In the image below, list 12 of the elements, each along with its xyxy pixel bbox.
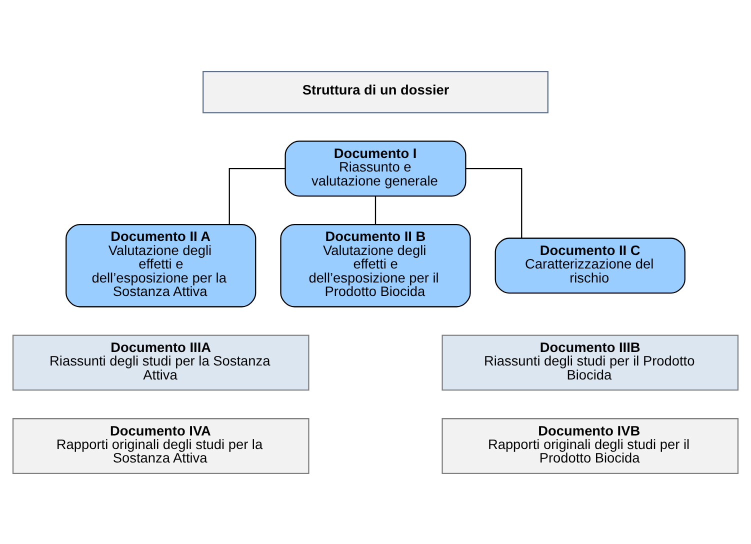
node-box: Documento IIIB Riassunti degli studi per il Prodotto Biocida [442, 334, 739, 390]
node-box: Documento IVB Rapporti originali degli studi per il Prodotto Biocida [442, 418, 739, 474]
node-box: Struttura di un dossier [202, 70, 548, 113]
node-box: Documento IVA Rapporti originali degli studi per la Sostanza Attiva [12, 418, 310, 474]
connector [466, 168, 522, 238]
node-box: Documento II A Valutazione degli effetti e dell’esposizione per la Sostanza Attiva [66, 223, 256, 307]
node-box: Documento I Riassunto e valutazione generale [284, 140, 466, 196]
node-box: Documento II C Caratterizzazione del rischio [494, 237, 686, 294]
connector [228, 168, 286, 224]
node-box: Documento II B Valutazione degli effetti e dell’esposizione per il Prodotto Biocida [280, 223, 471, 307]
node-box: Documento IIIA Riassunti degli studi per la Sostanza Attiva [12, 334, 310, 390]
connector [374, 196, 376, 224]
